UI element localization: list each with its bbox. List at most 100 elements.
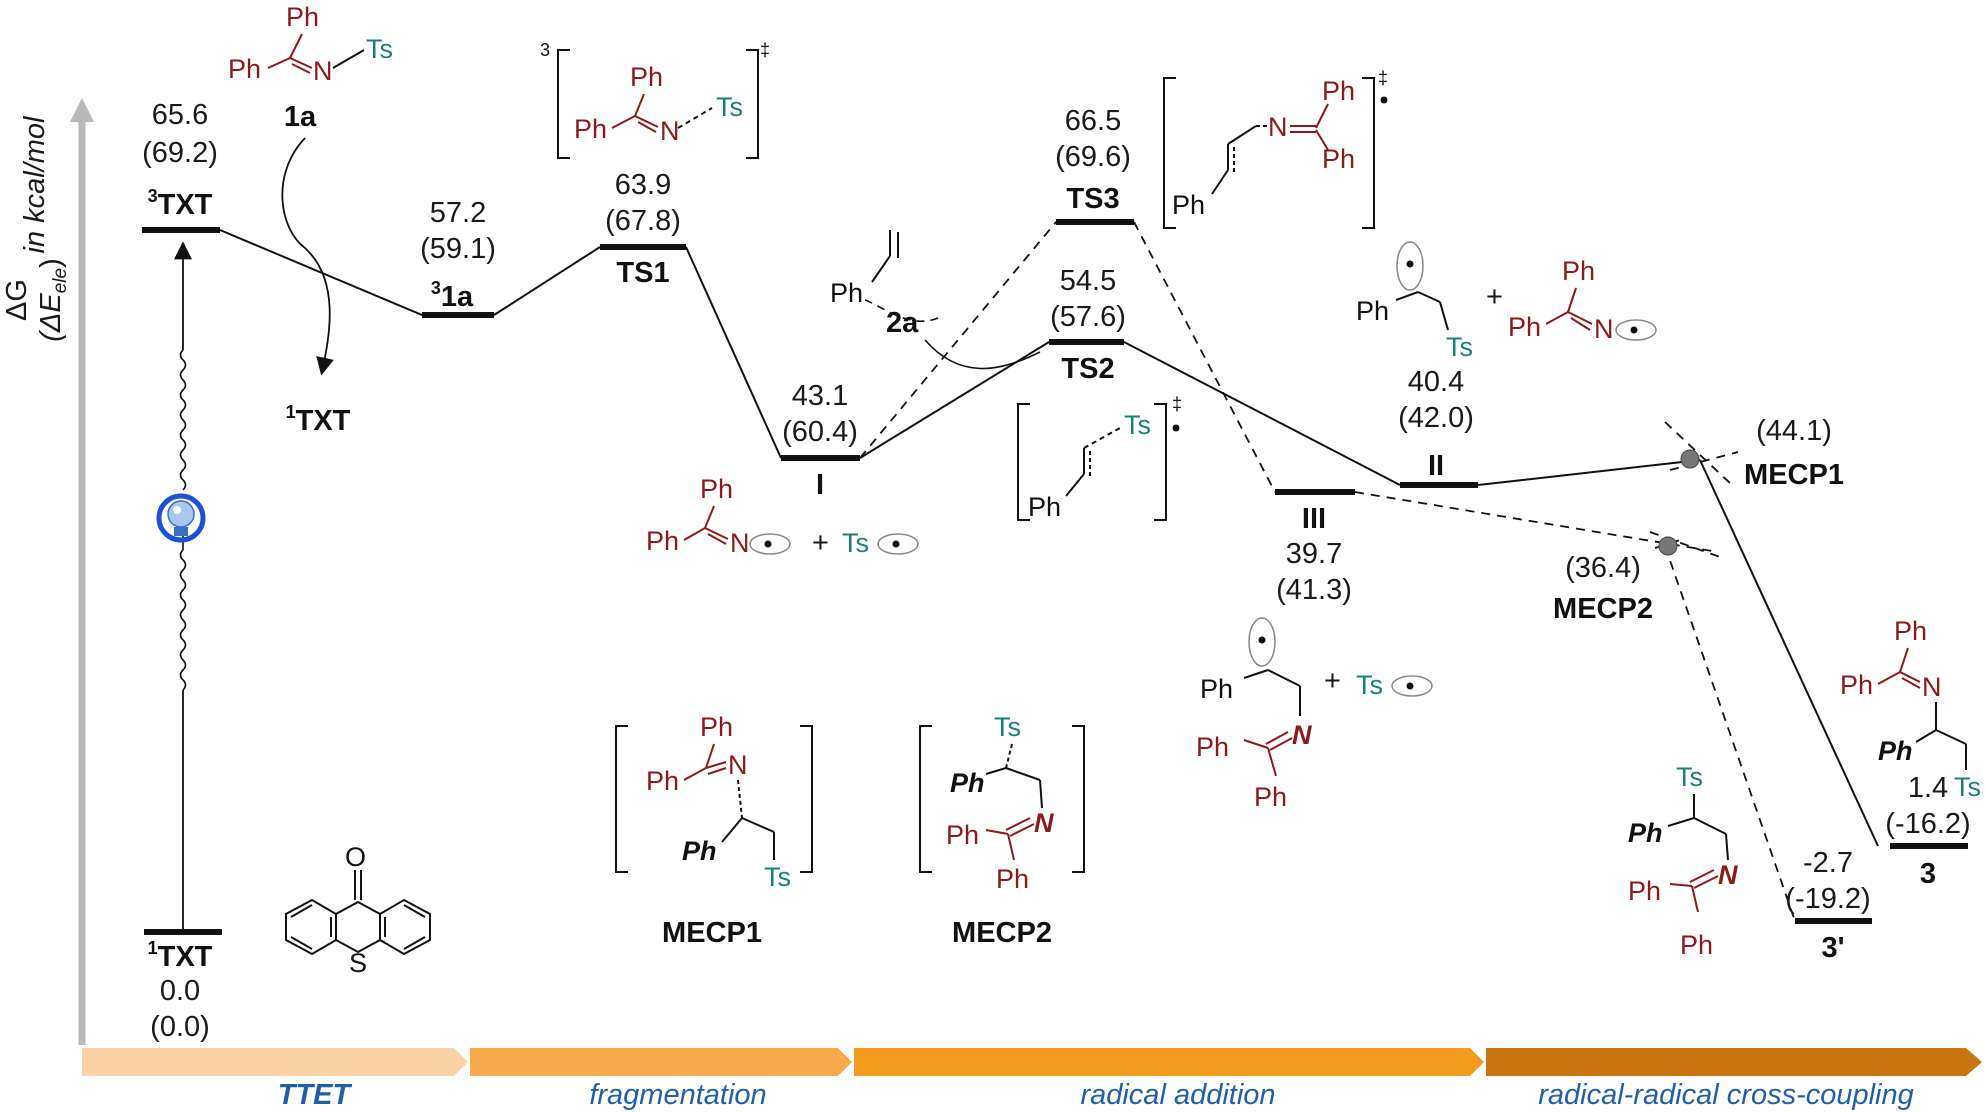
label-ts1: TS1 bbox=[616, 257, 669, 289]
value-ts3-e: (69.6) bbox=[1055, 141, 1131, 173]
svg-text:Ph: Ph bbox=[700, 474, 733, 504]
structure-mecp2: Ts Ph N Ph Ph MECP2 bbox=[919, 712, 1085, 949]
svg-text:Ts: Ts bbox=[1954, 772, 1981, 802]
value-mecp1-e: (44.1) bbox=[1756, 415, 1832, 447]
stage-arrow-radical-addition bbox=[854, 1048, 1484, 1076]
structure-ts2-bracketed: ‡ Ph Ts bbox=[1017, 394, 1182, 522]
svg-text:‡: ‡ bbox=[1172, 394, 1182, 414]
svg-text:Ph: Ph bbox=[1172, 190, 1205, 220]
label-ii: II bbox=[1428, 450, 1444, 482]
radical-orbital-icon bbox=[877, 533, 919, 555]
label-iii: III bbox=[1302, 503, 1326, 535]
svg-text:Ph: Ph bbox=[1322, 76, 1355, 106]
svg-text:N: N bbox=[1268, 112, 1288, 142]
svg-text:Ph: Ph bbox=[1878, 736, 1913, 766]
styrene-addition-curve bbox=[924, 339, 1041, 370]
value-1txt-g: 0.0 bbox=[160, 975, 200, 1007]
svg-text:ΔG: ΔG bbox=[1, 279, 33, 321]
svg-text:N: N bbox=[1292, 720, 1312, 750]
y-axis-label: ΔG (ΔEele) in kcal/mol bbox=[1, 115, 71, 342]
label-31a: 31a bbox=[431, 278, 474, 313]
label-1txt-isc: 1TXT bbox=[286, 402, 351, 437]
svg-text:N: N bbox=[1922, 672, 1942, 702]
stage-label-radical-addition: radical addition bbox=[1080, 1079, 1275, 1111]
svg-text:1a: 1a bbox=[284, 101, 317, 133]
svg-text:Ph: Ph bbox=[630, 62, 663, 92]
structure-radical-pair-ii: Ph Ts + Ph Ph N bbox=[1356, 241, 1657, 362]
svg-text:Ts: Ts bbox=[716, 92, 743, 122]
energy-levels bbox=[142, 219, 1968, 935]
svg-text:Ph: Ph bbox=[1356, 296, 1389, 326]
value-mecp2-e: (36.4) bbox=[1565, 552, 1641, 584]
svg-text:+: + bbox=[1486, 281, 1503, 313]
value-iii-g: 39.7 bbox=[1286, 538, 1342, 570]
svg-text:S: S bbox=[349, 948, 367, 978]
value-3txt-e: (69.2) bbox=[142, 137, 218, 169]
radical-orbital-icon bbox=[1391, 675, 1433, 697]
svg-text:Ts: Ts bbox=[842, 528, 869, 558]
svg-text:Ph: Ph bbox=[1562, 256, 1595, 286]
value-1txt-e: (0.0) bbox=[150, 1011, 210, 1043]
svg-text:N: N bbox=[730, 528, 750, 558]
svg-text:Ph: Ph bbox=[1028, 492, 1061, 522]
svg-text:MECP2: MECP2 bbox=[952, 917, 1052, 949]
svg-text:Ph: Ph bbox=[1322, 144, 1355, 174]
svg-text:Ph: Ph bbox=[700, 712, 733, 742]
svg-text:Ph: Ph bbox=[946, 820, 979, 850]
structure-thioxanthone: O S bbox=[285, 842, 431, 978]
value-i-e: (60.4) bbox=[782, 416, 858, 448]
svg-text:Ts: Ts bbox=[1124, 410, 1151, 440]
svg-text:N: N bbox=[1594, 314, 1614, 344]
stage-bar: TTET fragmentation radical addition radi… bbox=[82, 1048, 1982, 1111]
structure-mecp1: Ph Ph N Ph Ts MECP1 bbox=[615, 712, 813, 949]
value-i-g: 43.1 bbox=[792, 380, 848, 412]
structure-ts3-bracketed: ‡ Ph N Ph Ph bbox=[1163, 68, 1388, 229]
svg-text:Ts: Ts bbox=[366, 34, 393, 64]
svg-text:Ph: Ph bbox=[228, 54, 261, 84]
value-ts1-g: 63.9 bbox=[615, 169, 671, 201]
stage-label-cross-coupling: radical-radical cross-coupling bbox=[1538, 1079, 1914, 1111]
value-3-e: (-16.2) bbox=[1885, 808, 1970, 840]
svg-text:Ph: Ph bbox=[1254, 782, 1287, 812]
svg-text:(ΔEele): (ΔEele) bbox=[35, 258, 71, 342]
y-axis bbox=[70, 98, 94, 1045]
value-ts1-e: (67.8) bbox=[605, 205, 681, 237]
svg-text:Ph: Ph bbox=[1680, 930, 1713, 960]
svg-text:Ts: Ts bbox=[1446, 332, 1473, 362]
label-mecp2: MECP2 bbox=[1553, 593, 1653, 625]
svg-text:N: N bbox=[660, 116, 680, 146]
label-mecp1: MECP1 bbox=[1744, 459, 1844, 491]
svg-text:Ph: Ph bbox=[1196, 732, 1229, 762]
svg-text:Ph: Ph bbox=[574, 114, 607, 144]
lightbulb-icon bbox=[156, 493, 206, 543]
svg-text:‡: ‡ bbox=[760, 40, 770, 60]
value-31a-g: 57.2 bbox=[430, 197, 486, 229]
svg-text:N: N bbox=[1718, 860, 1738, 890]
svg-text:Ts: Ts bbox=[764, 862, 791, 892]
value-ts2-e: (57.6) bbox=[1050, 301, 1126, 333]
svg-text:N: N bbox=[313, 56, 333, 86]
solid-pathway bbox=[219, 229, 1879, 847]
structure-radical-pair-iii: Ph N Ph Ph + Ts bbox=[1196, 617, 1433, 812]
svg-text:N: N bbox=[728, 750, 748, 780]
value-ts3-g: 66.5 bbox=[1065, 105, 1121, 137]
label-ts3: TS3 bbox=[1066, 183, 1119, 215]
value-ii-e: (42.0) bbox=[1398, 402, 1474, 434]
svg-text:Ph: Ph bbox=[1628, 876, 1661, 906]
svg-text:Ph: Ph bbox=[646, 766, 679, 796]
stage-label-fragmentation: fragmentation bbox=[589, 1079, 766, 1111]
svg-text:Ph: Ph bbox=[646, 526, 679, 556]
svg-text:Ph: Ph bbox=[1508, 312, 1541, 342]
stage-arrow-fragmentation bbox=[470, 1048, 852, 1076]
value-ii-g: 40.4 bbox=[1408, 366, 1464, 398]
svg-text:Ph: Ph bbox=[682, 836, 717, 866]
value-iii-e: (41.3) bbox=[1276, 574, 1352, 606]
svg-text:2a: 2a bbox=[886, 307, 919, 339]
photoexcitation-arrow bbox=[174, 241, 192, 930]
mecp2-crossing-marker bbox=[1658, 536, 1678, 556]
value-3-g: 1.4 bbox=[1908, 772, 1948, 804]
svg-text:Ts: Ts bbox=[1356, 670, 1383, 700]
level-annotations: 65.6 (69.2) 3TXT 1TXT 0.0 (0.0) 1TXT 57.… bbox=[142, 99, 1971, 1043]
svg-text:Ts: Ts bbox=[994, 712, 1021, 742]
svg-text:+: + bbox=[1324, 665, 1341, 697]
